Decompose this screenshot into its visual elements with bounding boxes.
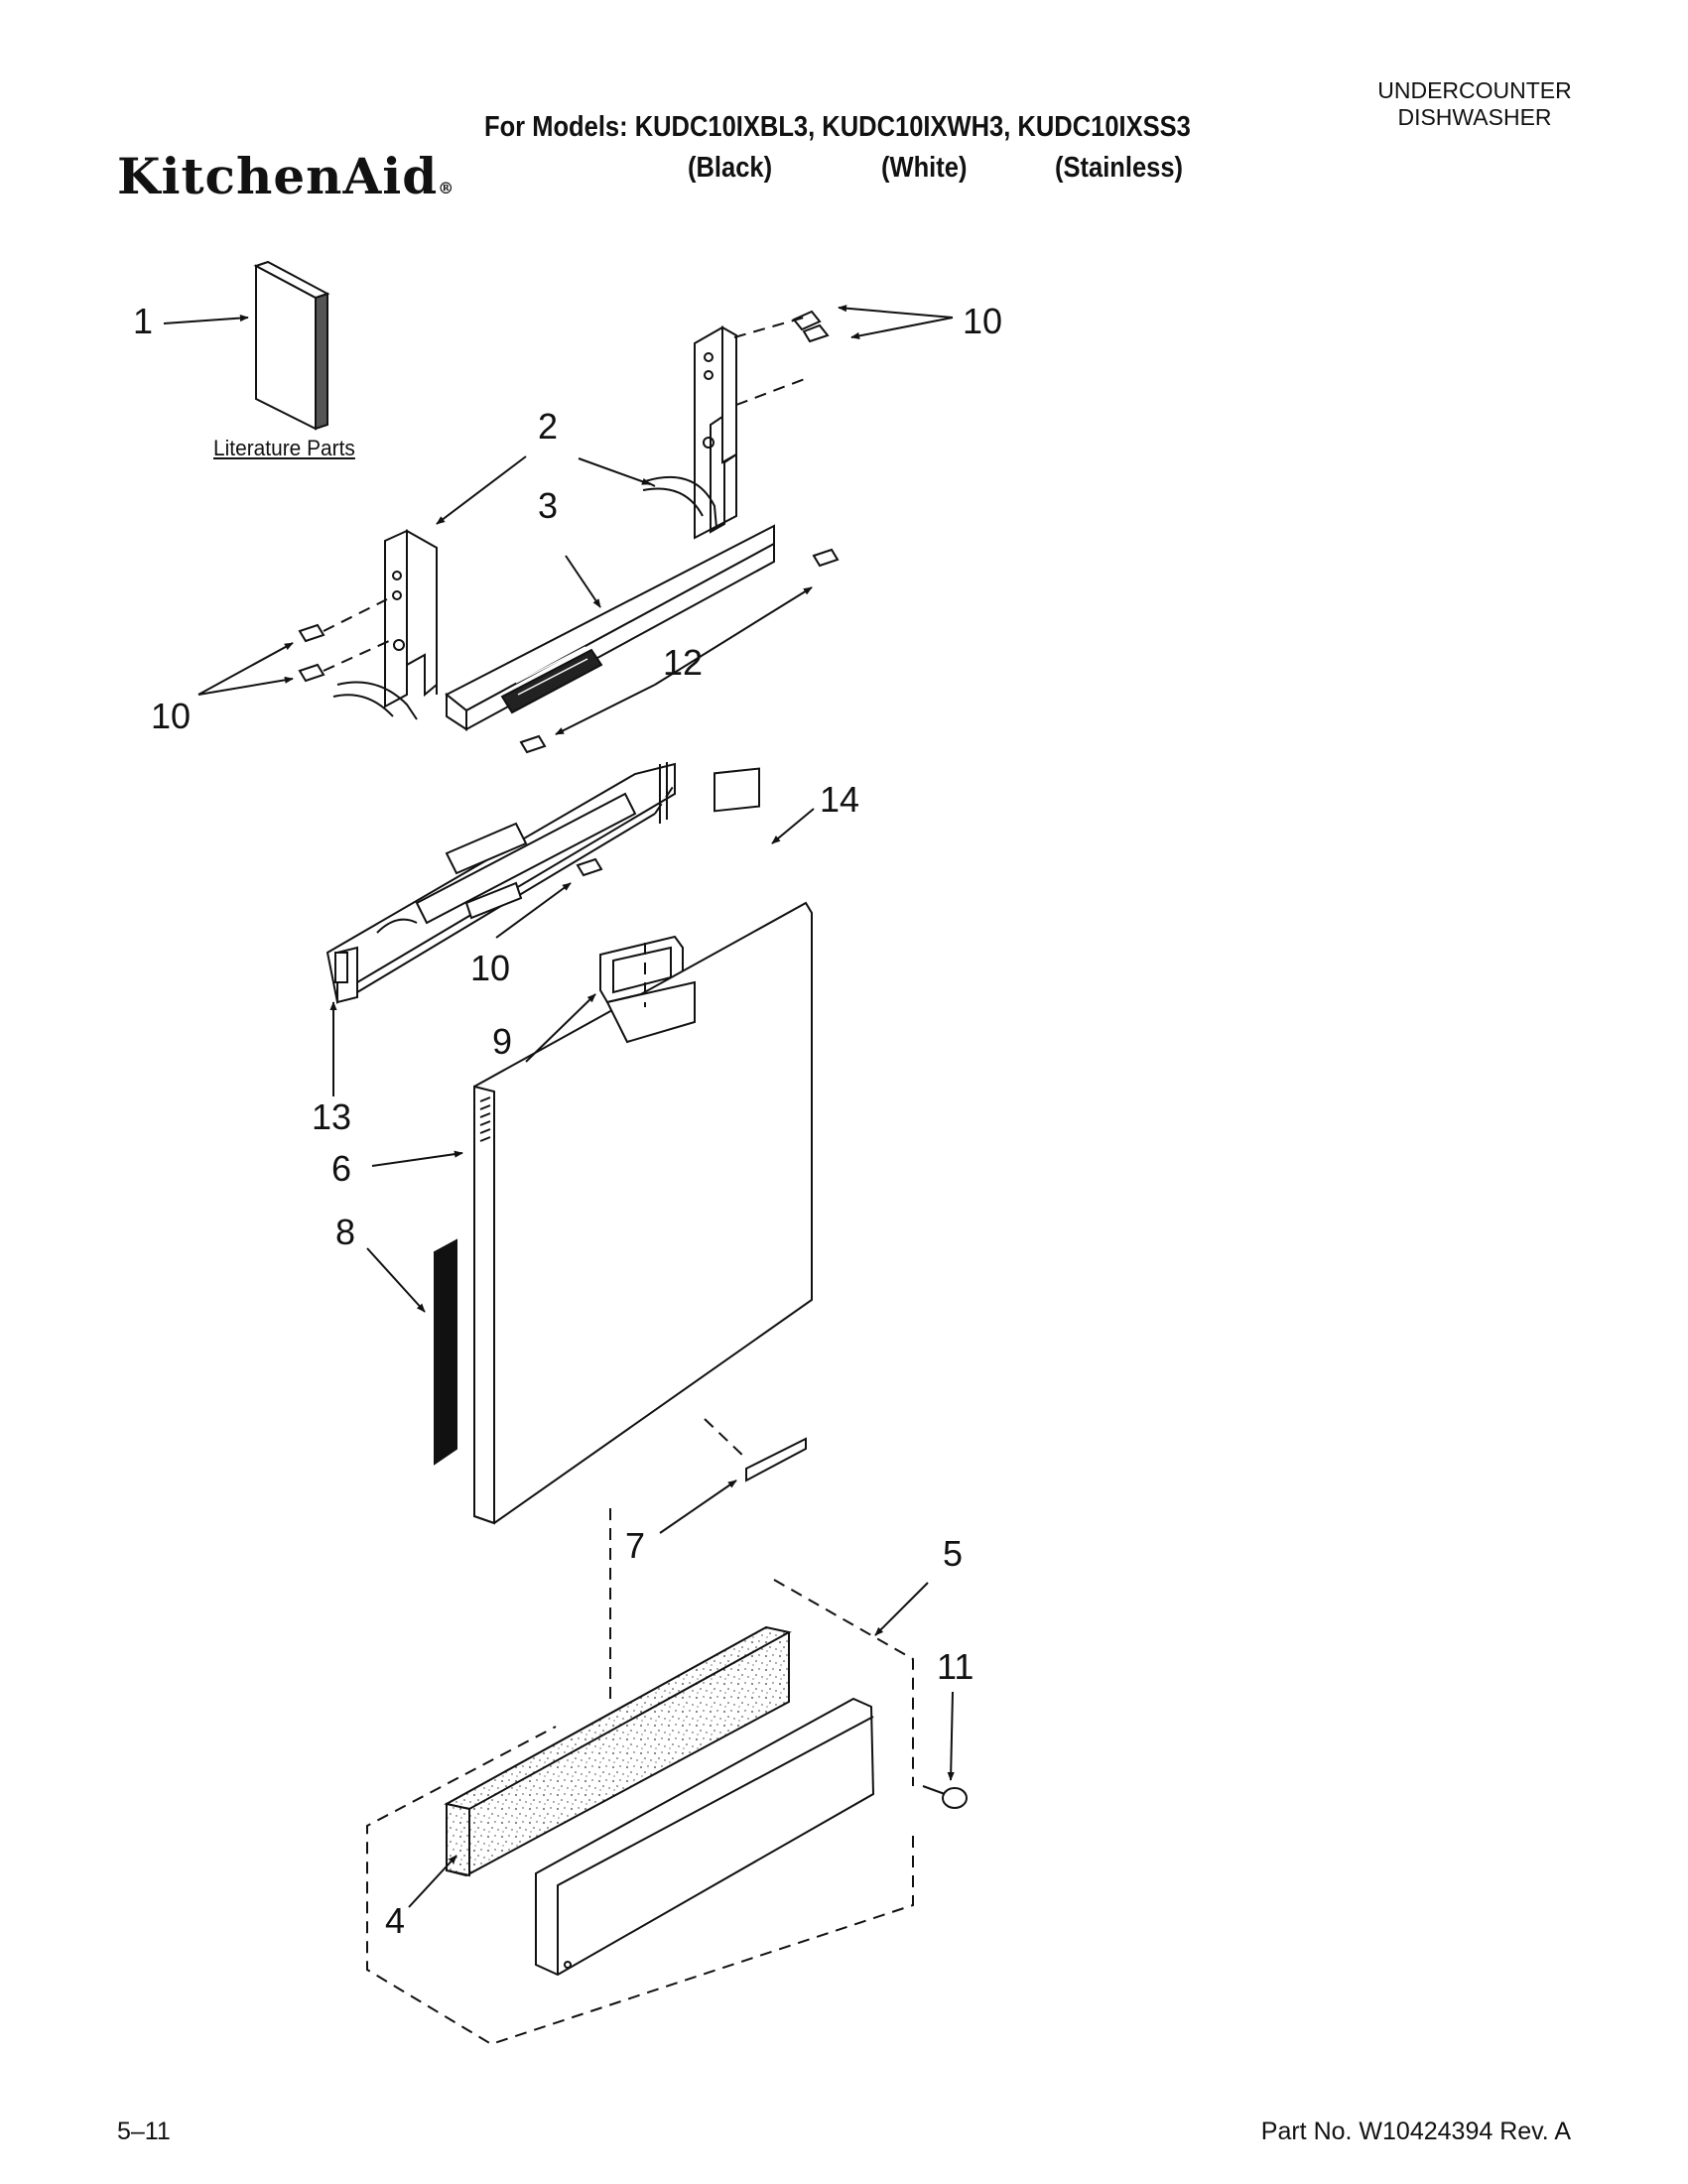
part-2-right-bracket xyxy=(642,325,737,540)
callout-10-left: 10 xyxy=(151,696,192,736)
callout-12: 12 xyxy=(663,642,704,683)
appliance-type-line2: DISHWASHER xyxy=(1397,104,1552,130)
callout-1: 1 xyxy=(133,301,154,341)
model-list: For Models: KUDC10IXBL3, KUDC10IXWH3, KU… xyxy=(484,111,1191,143)
callout-2: 2 xyxy=(538,406,559,447)
callout-11: 11 xyxy=(937,1646,974,1687)
part-number: Part No. W10424394 Rev. A xyxy=(1260,2118,1571,2145)
callout-5: 5 xyxy=(943,1533,964,1574)
appliance-type-line1: UNDERCOUNTER xyxy=(1377,77,1572,103)
brand-name: KitchenAid xyxy=(117,147,439,205)
part-6-door xyxy=(473,901,813,1525)
callout-8: 8 xyxy=(335,1212,356,1252)
alignment-lines xyxy=(323,317,914,2046)
part-13-control-assembly xyxy=(325,762,676,1005)
callout-13: 13 xyxy=(312,1096,352,1137)
part-2-left-bracket xyxy=(332,529,438,720)
part-1-literature xyxy=(253,260,330,431)
callout-3: 3 xyxy=(538,485,559,526)
part-11-screw xyxy=(922,1785,968,1809)
callout-6: 6 xyxy=(331,1148,352,1189)
part-14-pad xyxy=(714,767,760,813)
part-3-console-panel xyxy=(445,524,775,731)
variant-black: (Black) xyxy=(688,152,773,184)
page-number: 5–11 xyxy=(117,2118,171,2145)
literature-parts-label: Literature Parts xyxy=(213,436,355,460)
callout-4: 4 xyxy=(385,1900,406,1941)
leader-arrows xyxy=(163,305,955,1908)
part-10-screws xyxy=(298,310,830,877)
part-12-screws xyxy=(519,548,840,754)
brand-logo: KitchenAid® xyxy=(117,147,454,205)
callout-10-top: 10 xyxy=(963,301,1003,341)
part-4-foam-strip xyxy=(444,1625,792,1877)
variant-stainless: (Stainless) xyxy=(1055,152,1184,184)
brand-registered-mark: ® xyxy=(438,179,455,197)
part-5-toe-panel xyxy=(535,1697,875,1977)
variant-white: (White) xyxy=(881,152,968,184)
callout-10-mid: 10 xyxy=(470,948,511,988)
appliance-type: UNDERCOUNTER DISHWASHER xyxy=(1356,77,1594,131)
part-8-insulation xyxy=(434,1238,457,1466)
callout-14: 14 xyxy=(820,779,860,820)
callout-7: 7 xyxy=(625,1525,646,1566)
callout-9: 9 xyxy=(492,1021,513,1062)
part-7-nameplate xyxy=(745,1437,807,1482)
